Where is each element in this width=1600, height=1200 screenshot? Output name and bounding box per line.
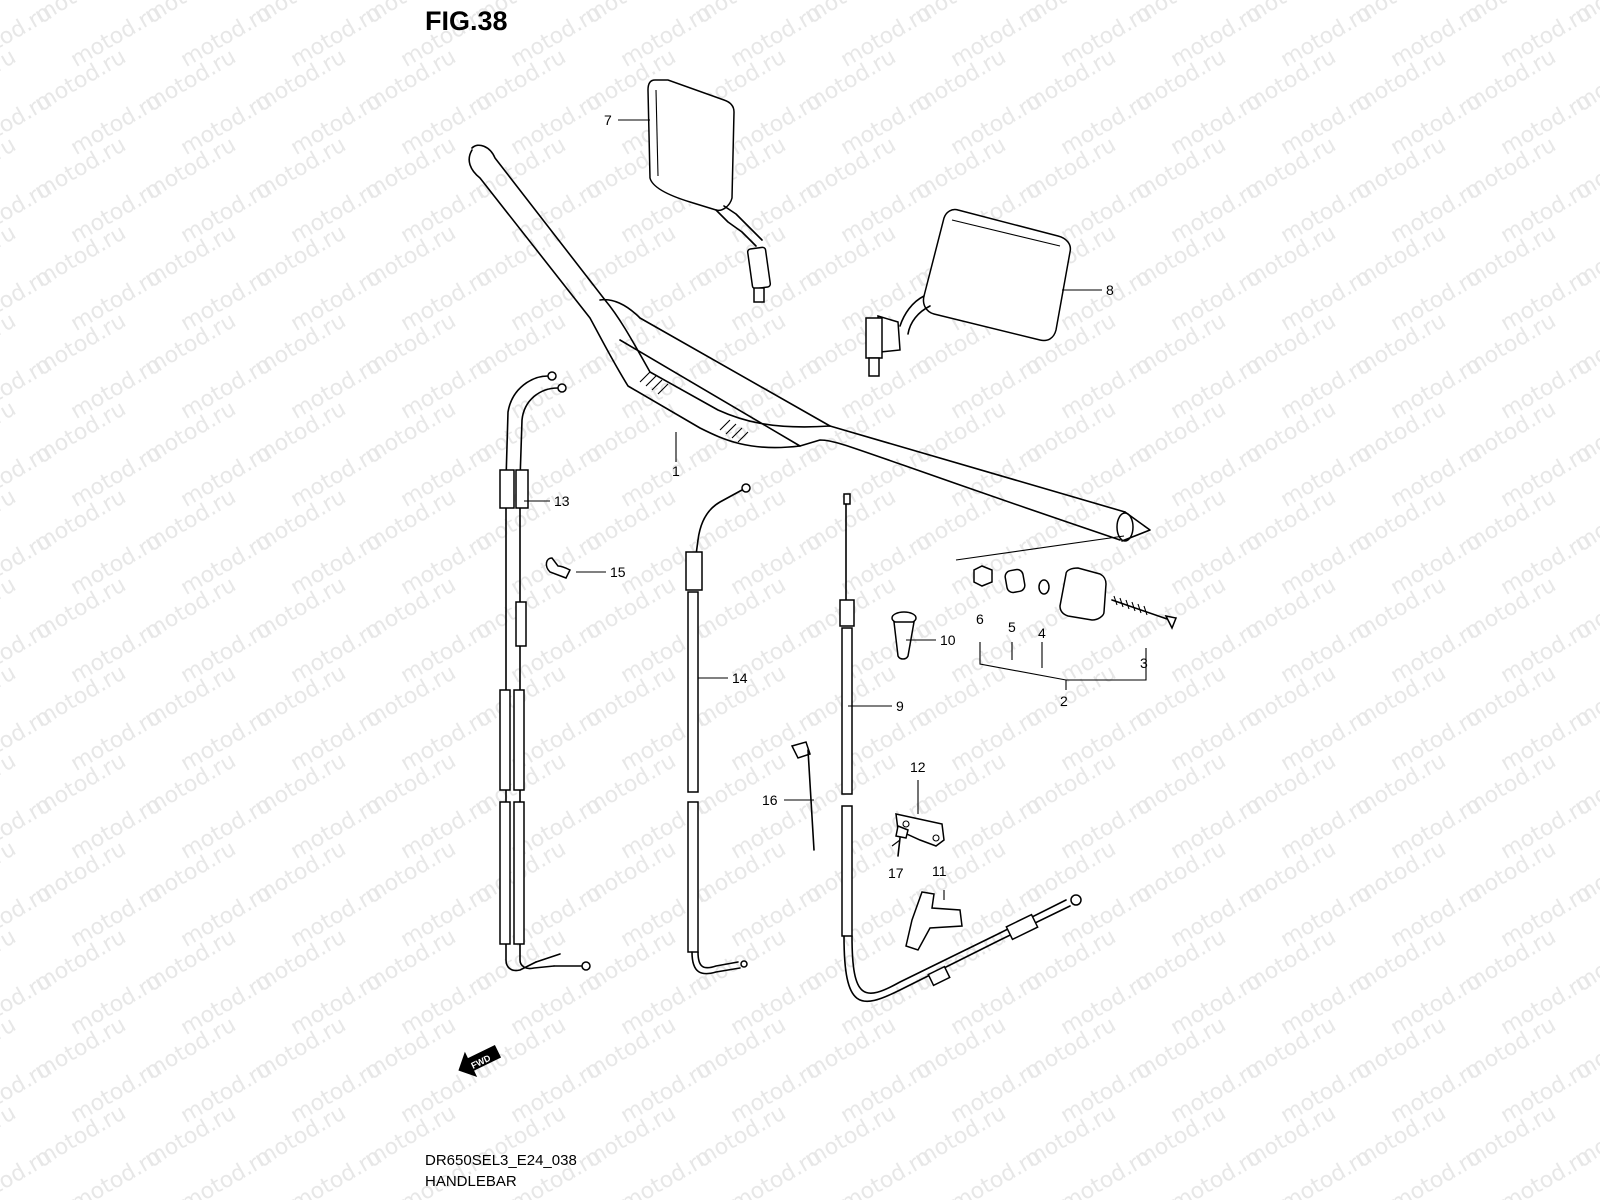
bolt-part bbox=[895, 824, 909, 857]
figure-code: DR650SEL3_E24_038 bbox=[425, 1152, 577, 1169]
mirror-right-part bbox=[865, 208, 1072, 377]
callout-9: 9 bbox=[896, 698, 904, 714]
handlebar-balancer-parts bbox=[955, 535, 1178, 630]
throttle-cable-part bbox=[499, 371, 591, 972]
callout-7: 7 bbox=[604, 112, 612, 128]
callout-13: 13 bbox=[554, 493, 570, 509]
callout-11: 11 bbox=[932, 863, 947, 879]
callout-17: 17 bbox=[888, 865, 904, 881]
clutch-cable-part bbox=[839, 493, 1082, 1003]
callout-1: 1 bbox=[672, 463, 680, 479]
cable-tie-part bbox=[790, 741, 815, 851]
bracket-lower-part bbox=[905, 891, 963, 951]
grommet-part bbox=[891, 611, 917, 660]
callout-2: 2 bbox=[1060, 693, 1068, 709]
callout-15: 15 bbox=[610, 564, 626, 580]
leader-lines bbox=[524, 119, 1147, 900]
mirror-left-part bbox=[647, 79, 772, 303]
callout-labels: 7 8 1 13 15 14 9 10 6 5 4 3 2 12 16 17 1… bbox=[554, 112, 1148, 881]
callout-10: 10 bbox=[940, 632, 956, 648]
callout-4: 4 bbox=[1038, 625, 1046, 641]
figure-name: HANDLEBAR bbox=[425, 1173, 517, 1190]
callout-16: 16 bbox=[762, 792, 778, 808]
choke-cable-part bbox=[685, 483, 751, 975]
callout-12: 12 bbox=[910, 759, 926, 775]
callout-3: 3 bbox=[1140, 655, 1148, 671]
fwd-arrow-icon: FWD bbox=[458, 1044, 502, 1077]
callout-6: 6 bbox=[976, 611, 984, 627]
handlebar-part bbox=[468, 144, 1151, 542]
callout-8: 8 bbox=[1106, 282, 1114, 298]
cable-clamp-part bbox=[545, 557, 572, 579]
callout-5: 5 bbox=[1008, 619, 1016, 635]
figure-title: FIG.38 bbox=[425, 6, 508, 36]
callout-14: 14 bbox=[732, 670, 748, 686]
